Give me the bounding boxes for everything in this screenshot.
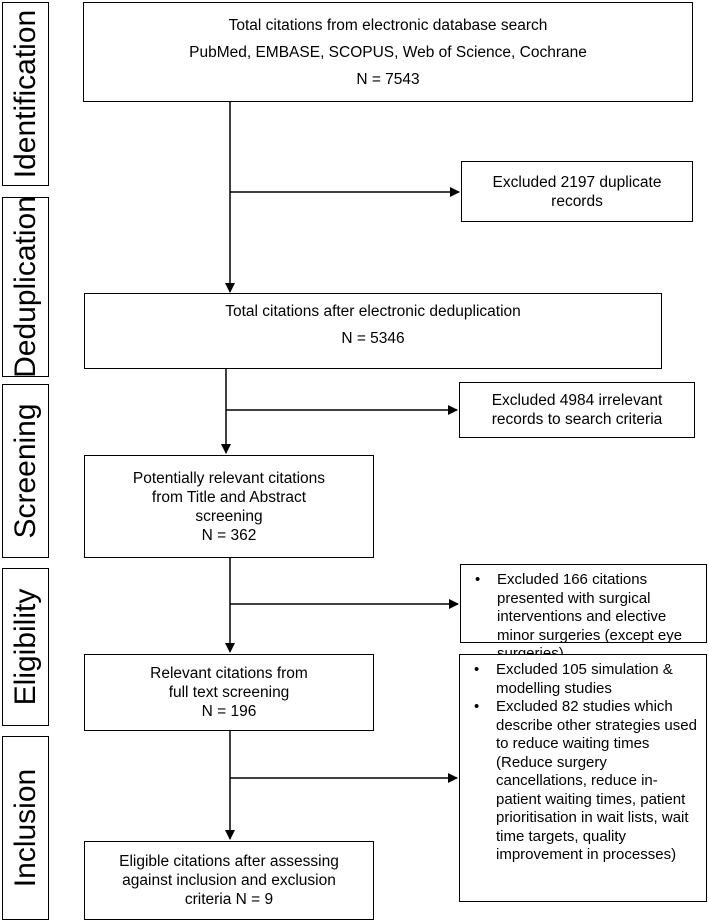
deduplication-box: Total citations after electronic dedupli… (84, 293, 662, 369)
deduplication-count: N = 5346 (341, 330, 405, 347)
stage-deduplication: Deduplication (2, 196, 49, 378)
stage-inclusion: Inclusion (2, 736, 49, 920)
excluded-irrelevant-text-1: Excluded 4984 irrelevant (491, 392, 663, 409)
excluded-strategies-item: Excluded 82 studies which describe other… (474, 698, 700, 865)
excluded-duplicates-text-2: records (551, 192, 603, 210)
eligibility-count: N = 196 (201, 703, 257, 720)
screening-text-3: screening (195, 507, 263, 525)
screening-count: N = 362 (201, 526, 257, 544)
inclusion-text-3: criteria N = 9 (184, 891, 274, 908)
eligibility-text-2: full text screening (168, 684, 290, 701)
excluded-duplicates-text-1: Excluded 2197 duplicate (492, 173, 662, 191)
screening-text-1: Potentially relevant citations (132, 469, 326, 487)
screening-box: Potentially relevant citations from Titl… (84, 455, 374, 558)
excluded-irrelevant-box: Excluded 4984 irrelevant records to sear… (459, 382, 695, 438)
identification-count: N = 7543 (356, 70, 420, 88)
identification-box: Total citations from electronic database… (83, 2, 693, 102)
excluded-surgical-list: Excluded 166 citations presented with su… (469, 571, 698, 664)
inclusion-text-2: against inclusion and exclusion (122, 872, 336, 889)
excluded-studies-box: Excluded 105 simulation & modelling stud… (459, 654, 707, 902)
inclusion-text-1: Eligible citations after assessing (119, 853, 339, 870)
excluded-irrelevant-text-2: records to search criteria (491, 411, 663, 428)
stage-screening: Screening (2, 384, 49, 558)
excluded-surgical-item: Excluded 166 citations presented with su… (475, 571, 698, 664)
excluded-duplicates-box: Excluded 2197 duplicate records (461, 161, 693, 222)
screening-text-2: from Title and Abstract (151, 488, 307, 506)
excluded-surgical-box: Excluded 166 citations presented with su… (460, 564, 707, 662)
stage-identification: Identification (2, 2, 49, 186)
eligibility-box: Relevant citations from full text screen… (84, 654, 374, 731)
stage-eligibility: Eligibility (2, 568, 49, 726)
inclusion-box: Eligible citations after assessing again… (84, 841, 374, 920)
eligibility-text-1: Relevant citations from (150, 665, 308, 682)
deduplication-text: Total citations after electronic dedupli… (225, 303, 521, 320)
excluded-studies-list: Excluded 105 simulation & modelling stud… (468, 661, 700, 865)
excluded-simulation-item: Excluded 105 simulation & modelling stud… (474, 661, 700, 698)
identification-text-1: Total citations from electronic database… (228, 16, 548, 34)
identification-text-2: PubMed, EMBASE, SCOPUS, Web of Science, … (189, 43, 587, 61)
